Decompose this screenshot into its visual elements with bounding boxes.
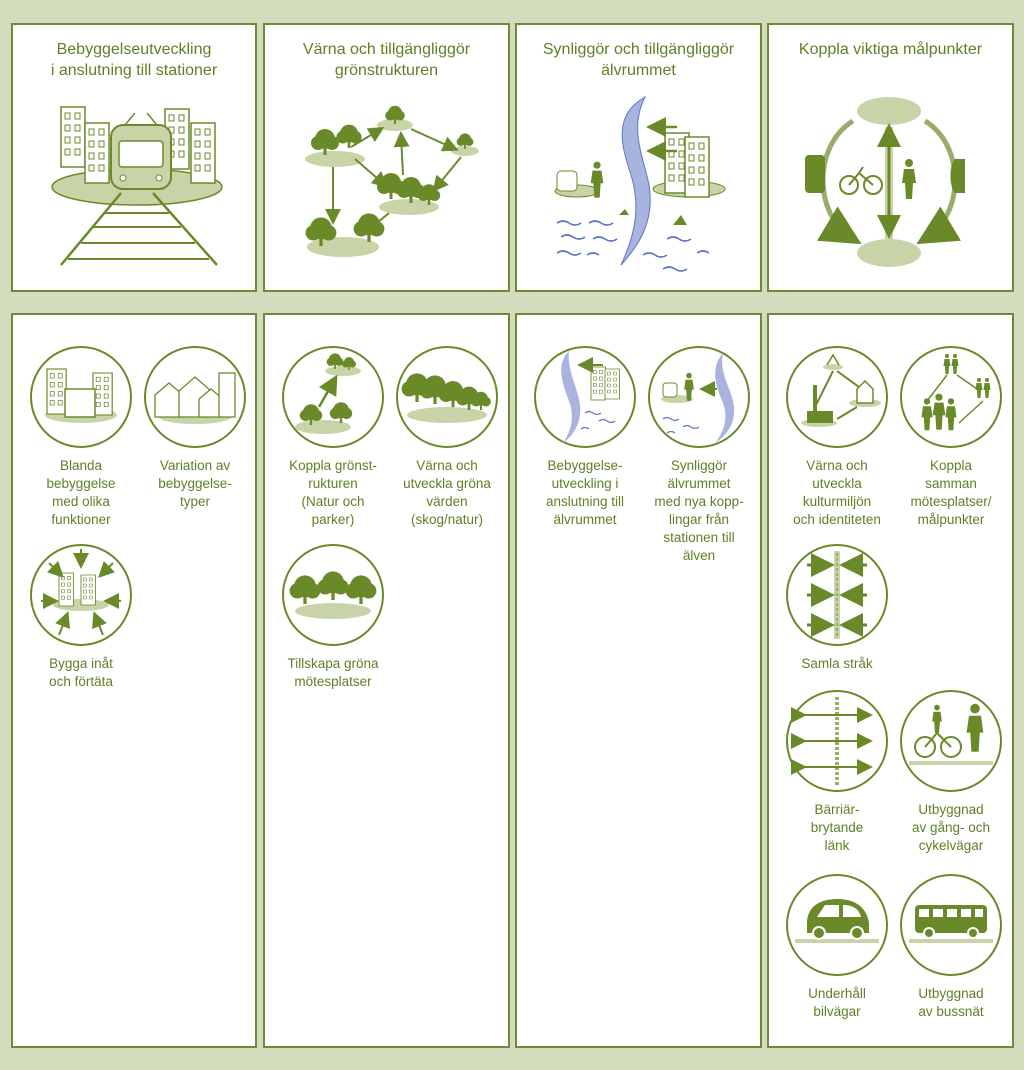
list-item: Variation av bebyggelse- typer <box>137 345 253 511</box>
item-label: Värna och utveckla gröna värden (skog/na… <box>403 458 491 527</box>
culture-icon <box>786 346 888 448</box>
item-label: Variation av bebyggelse- typer <box>158 458 232 509</box>
top-panel-stations: Bebyggelseutveckling i anslutning till s… <box>11 23 257 292</box>
column-buildings: Blanda bebyggelse med olika funktioner V… <box>11 313 257 1048</box>
item-label: Koppla samman mötesplatser/ målpunkter <box>910 458 992 527</box>
green-network-icon <box>305 105 479 257</box>
train-station-icon <box>51 106 223 266</box>
top-panel-title: Synliggör och tillgängliggör älvrummet <box>542 41 735 79</box>
collect-paths-icon <box>786 544 888 646</box>
connect-destinations-icon <box>805 97 965 267</box>
list-item: Synliggör älvrummet med nya kopp- lingar… <box>641 345 757 565</box>
bike-walk-icon <box>900 690 1002 792</box>
list-item: Koppla samman mötesplatser/ målpunkter <box>893 345 1009 529</box>
green-meeting-icon <box>282 544 384 646</box>
item-label: Underhåll bilvägar <box>808 986 866 1019</box>
top-panel-title: Koppla viktiga målpunkter <box>798 41 983 58</box>
top-panel-green: Värna och tillgängliggör grönstrukturen <box>263 23 510 292</box>
list-item: Bärriär- brytande länk <box>779 689 895 855</box>
bus-icon <box>900 874 1002 976</box>
list-item: Blanda bebyggelse med olika funktioner <box>23 345 139 529</box>
item-label: Värna och utveckla kulturmiljön och iden… <box>793 458 881 527</box>
item-label: Bygga inåt och förtäta <box>49 656 113 689</box>
densify-icon <box>30 544 132 646</box>
car-icon <box>786 874 888 976</box>
list-item: Värna och utveckla gröna värden (skog/na… <box>389 345 505 529</box>
item-label: Tillskapa gröna mötesplatser <box>287 656 379 689</box>
list-item: Tillskapa gröna mötesplatser <box>275 543 391 691</box>
item-label: Bärriär- brytande länk <box>810 802 864 853</box>
column-green: Koppla grönst- rukturen (Natur och parke… <box>263 313 510 1048</box>
top-panel-river: Synliggör och tillgängliggör älvrummet <box>515 23 762 292</box>
item-label: Synliggör älvrummet med nya kopp- lingar… <box>654 458 744 563</box>
item-label: Koppla grönst- rukturen (Natur och parke… <box>289 458 377 527</box>
list-item: Utbyggnad av bussnät <box>893 873 1009 1021</box>
mixed-buildings-icon <box>30 346 132 448</box>
list-item: Samla stråk <box>779 543 895 673</box>
list-item: Bygga inåt och förtäta <box>23 543 139 691</box>
top-panel-title: Värna och tillgängliggör grönstrukturen <box>302 41 471 79</box>
list-item: Koppla grönst- rukturen (Natur och parke… <box>275 345 391 529</box>
item-label: Samla stråk <box>801 656 873 671</box>
people-network-icon <box>900 346 1002 448</box>
barrier-link-icon <box>786 690 888 792</box>
list-item: Utbyggnad av gång- och cykelvägar <box>893 689 1009 855</box>
column-river: Bebyggelse- utveckling i anslutning till… <box>515 313 762 1048</box>
item-label: Blanda bebyggelse med olika funktioner <box>46 458 116 527</box>
connect-green-icon <box>282 346 384 448</box>
houses-icon <box>144 346 246 448</box>
list-item: Underhåll bilvägar <box>779 873 895 1021</box>
forest-icon <box>396 346 498 448</box>
list-item: Bebyggelse- utveckling i anslutning till… <box>527 345 643 529</box>
column-connect: Värna och utveckla kulturmiljön och iden… <box>767 313 1014 1048</box>
river-station-icon <box>648 346 750 448</box>
item-label: Bebyggelse- utveckling i anslutning till… <box>545 458 625 527</box>
river-building-icon <box>534 346 636 448</box>
item-label: Utbyggnad av bussnät <box>918 986 984 1019</box>
top-panel-connect: Koppla viktiga målpunkter <box>767 23 1014 292</box>
river-icon <box>554 95 726 272</box>
top-panel-title: Bebyggelseutveckling i anslutning till s… <box>50 41 218 79</box>
item-label: Utbyggnad av gång- och cykelvägar <box>911 802 991 853</box>
list-item: Värna och utveckla kulturmiljön och iden… <box>779 345 895 529</box>
